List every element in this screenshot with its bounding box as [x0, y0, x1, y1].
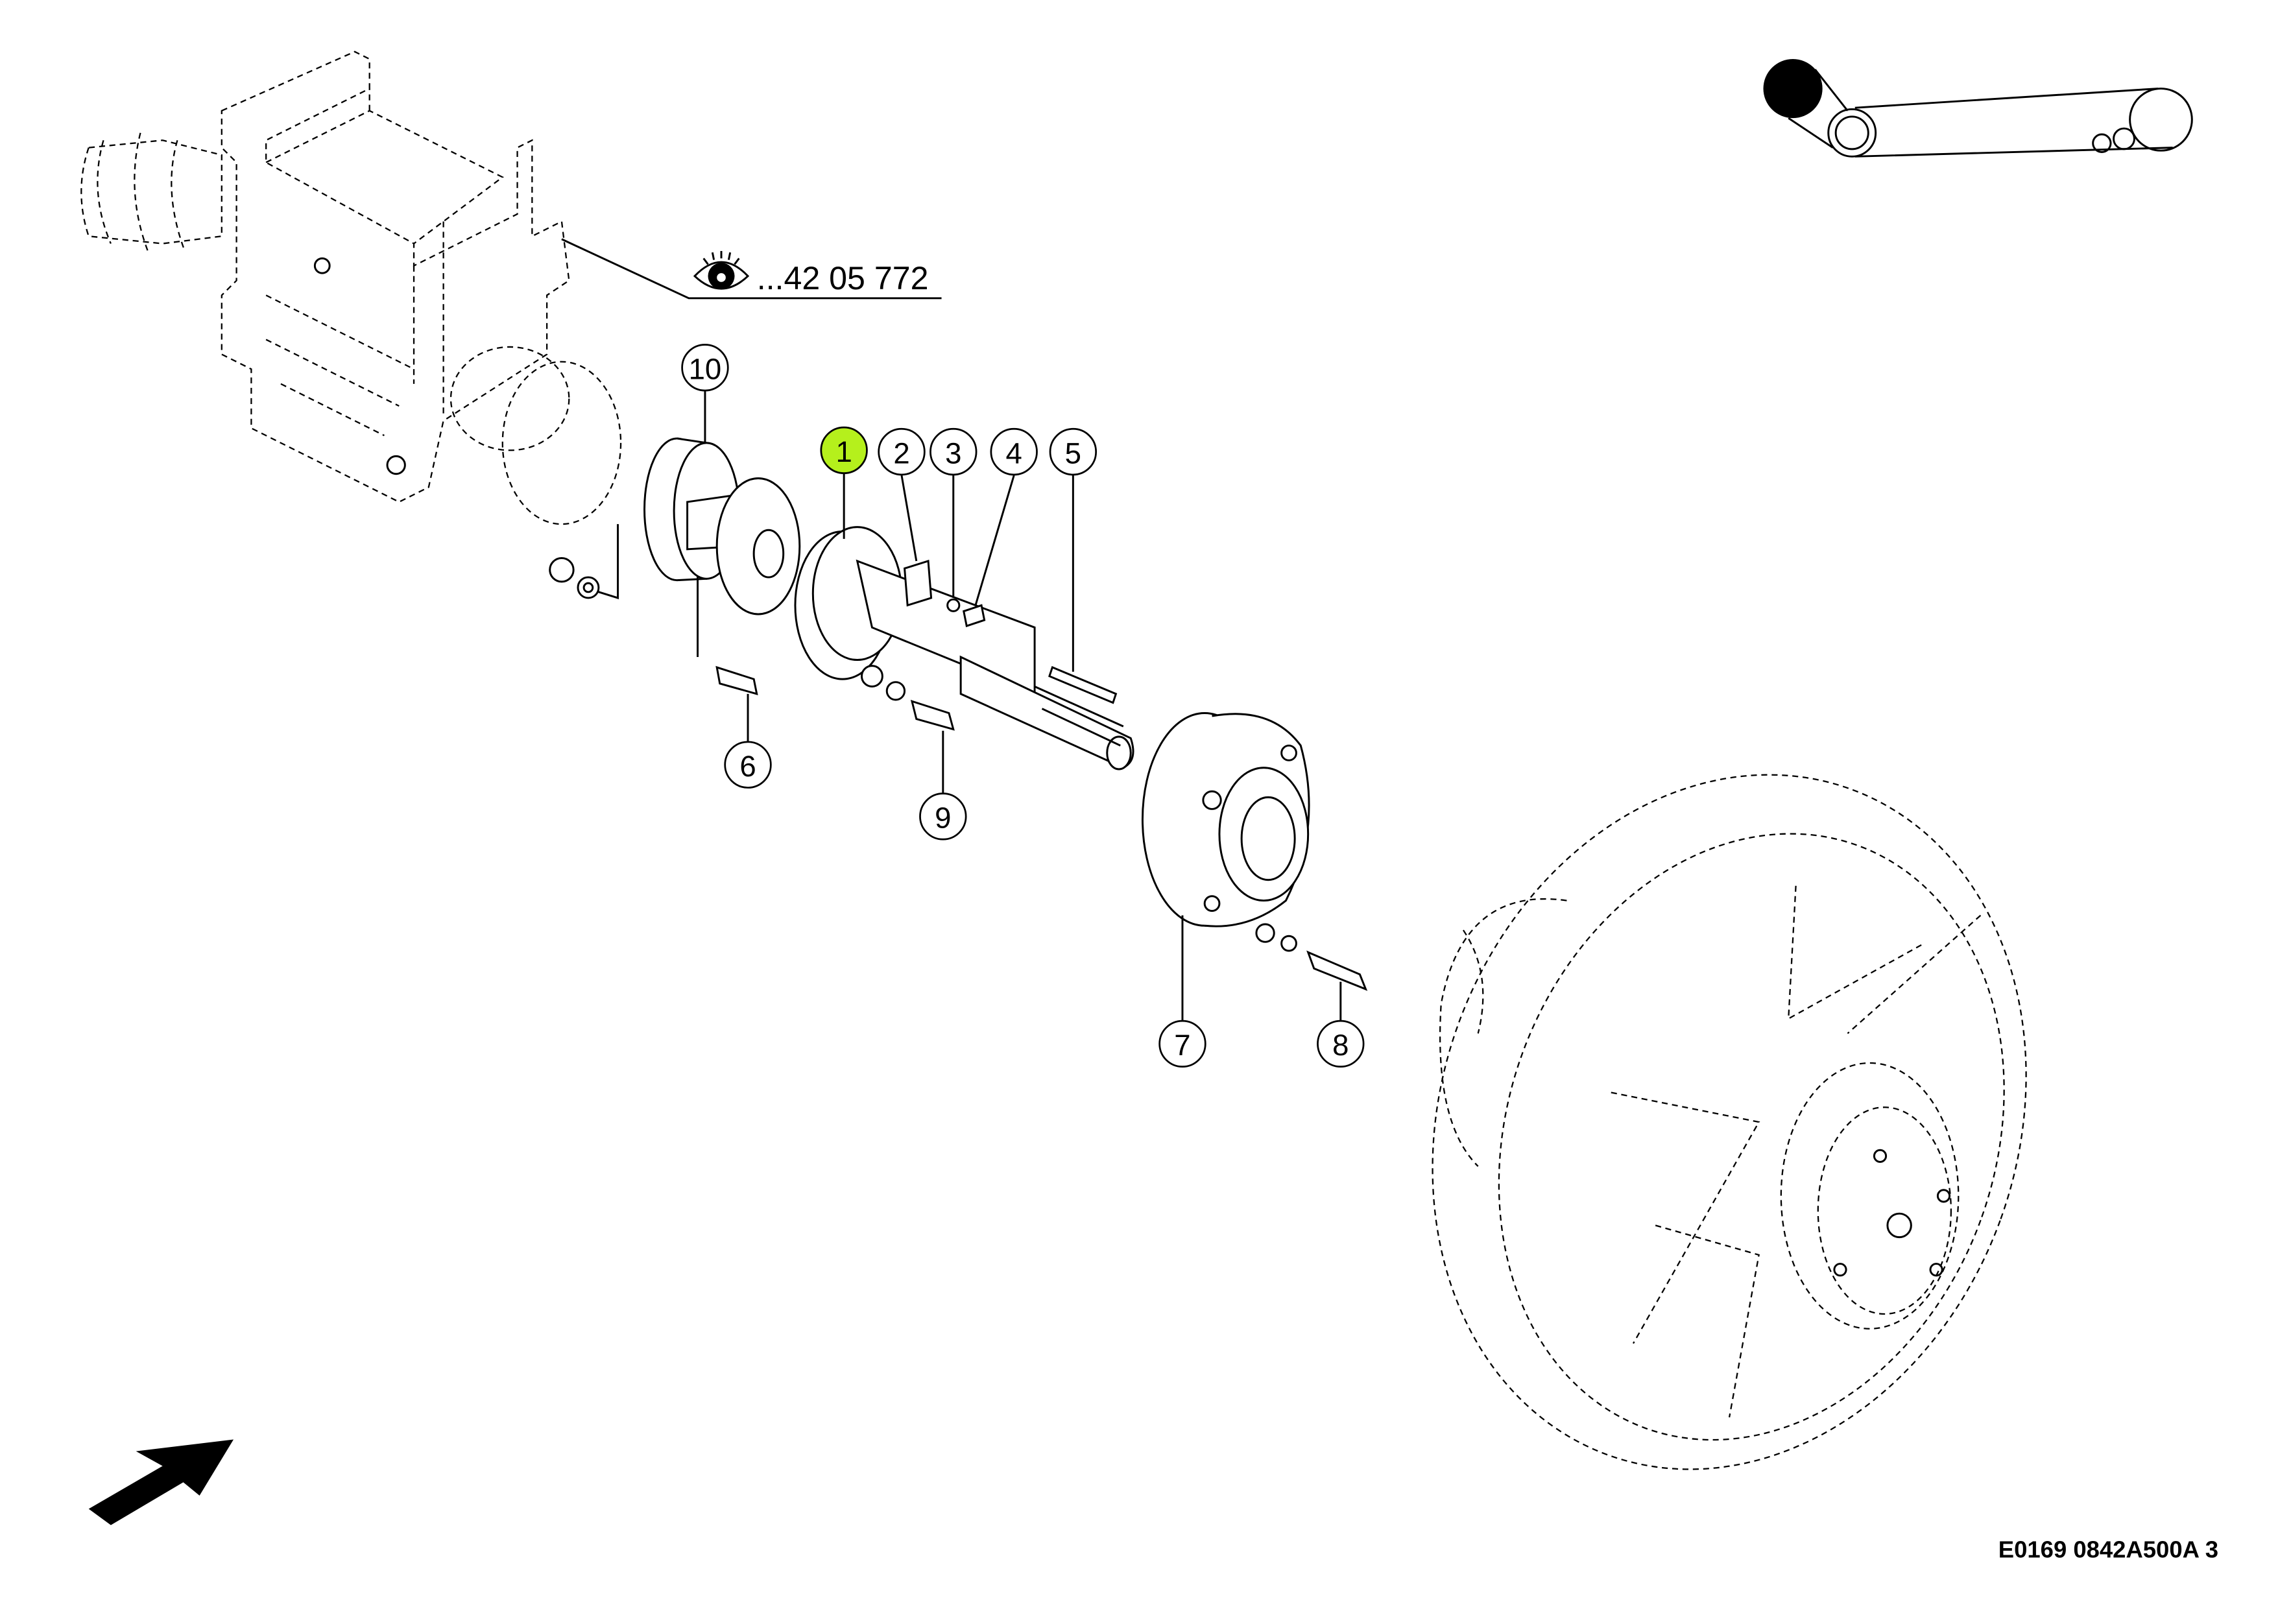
eye-icon: [693, 250, 750, 290]
callout-5[interactable]: 5: [1049, 427, 1098, 476]
svg-text:2: 2: [893, 436, 909, 470]
svg-text:3: 3: [945, 436, 961, 470]
coupling-flanges: [549, 437, 1134, 770]
callout-1[interactable]: 1: [820, 426, 868, 474]
wheel-outline: [1432, 774, 2027, 1470]
callout-9[interactable]: 9: [919, 793, 967, 841]
svg-text:1: 1: [835, 435, 852, 468]
gearbox-outline: [80, 51, 622, 525]
callout-2[interactable]: 2: [878, 427, 926, 476]
bearing-housing: [1141, 712, 1368, 991]
direction-arrow-icon: [88, 1439, 234, 1525]
callout-8[interactable]: 8: [1317, 1020, 1365, 1068]
small-hardware: [715, 560, 1118, 731]
reference-number: ...42 05 772: [757, 260, 929, 296]
svg-text:7: 7: [1174, 1029, 1190, 1062]
svg-text:4: 4: [1006, 436, 1022, 470]
svg-text:5: 5: [1065, 436, 1081, 470]
callout-7[interactable]: 7: [1158, 1020, 1206, 1068]
leader-lines: [697, 391, 1342, 1020]
callout-6[interactable]: 6: [724, 741, 772, 789]
callout-10[interactable]: 10: [681, 344, 729, 392]
callout-3[interactable]: 3: [930, 427, 978, 476]
drawing-code: E0169 0842A500A 3: [1998, 1536, 2218, 1563]
callout-4[interactable]: 4: [990, 427, 1038, 476]
svg-text:10: 10: [689, 353, 722, 386]
belt-layout-thumbnail: [1763, 59, 2193, 158]
svg-text:9: 9: [935, 802, 951, 835]
reference-callout[interactable]: ...42 05 772: [561, 238, 942, 300]
svg-text:8: 8: [1332, 1029, 1349, 1062]
svg-text:6: 6: [739, 750, 756, 783]
